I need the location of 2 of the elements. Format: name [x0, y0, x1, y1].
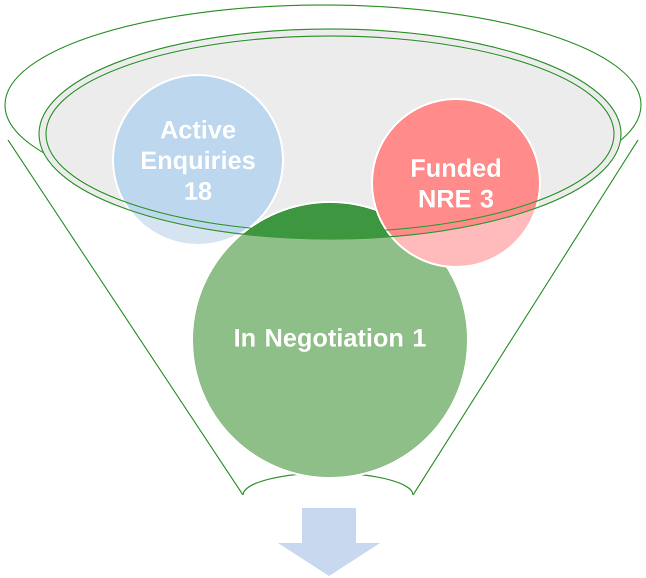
circle-node: Active Enquiries 18 — [112, 74, 284, 246]
circle-node: Funded NRE 3 — [371, 98, 541, 268]
